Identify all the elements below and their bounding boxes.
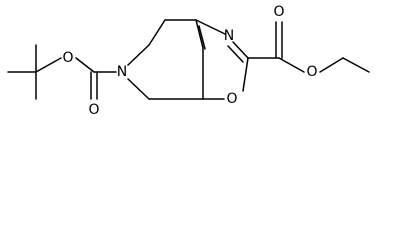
atom-labels: O O N N O O O <box>62 4 317 118</box>
bond-ethyl-ch2-to-ch3 <box>342 57 370 73</box>
bond-c2-to-oxazole-o <box>242 57 249 92</box>
boc-carbamate <box>75 57 117 100</box>
bond-ester-carbon-to-oxygen <box>278 57 305 73</box>
atom-carbonyl-oxygen-left: O <box>88 102 99 118</box>
bond-fusion-inner <box>198 25 206 50</box>
bond-fusion-shared <box>195 19 204 49</box>
bond-n-to-upper-ch2 <box>127 44 150 66</box>
atom-oxazole-oxygen: O <box>226 91 237 107</box>
atom-ester-oxygen-right: O <box>306 64 317 80</box>
tert-butyl-group <box>7 44 62 100</box>
bond-upper-ch2-chain <box>148 19 166 46</box>
bond-oxygen-to-ethyl-ch2 <box>319 57 344 73</box>
atom-ester-ring-oxygen: O <box>62 50 73 66</box>
atom-ring-nitrogen: N <box>117 64 127 80</box>
bond-n-to-lower-ch2 <box>127 78 150 100</box>
bond-oxazole-n-to-c2-inner <box>227 45 244 63</box>
chemical-structure-drawing: O O N N O O O <box>7 4 370 118</box>
piperidine-ring <box>127 19 206 100</box>
bond-tbu-to-oxygen <box>35 57 62 73</box>
atom-carbonyl-oxygen-right: O <box>273 4 284 20</box>
bond-oxygen-to-carbonyl-carbon <box>75 57 95 73</box>
oxazole-ring <box>195 19 249 100</box>
bond-oxazole-n-to-c2-outer <box>232 41 249 59</box>
ethyl-ester <box>247 21 370 73</box>
atom-oxazole-nitrogen: N <box>224 28 234 44</box>
bond-fusion-to-oxazole-n <box>195 19 226 35</box>
